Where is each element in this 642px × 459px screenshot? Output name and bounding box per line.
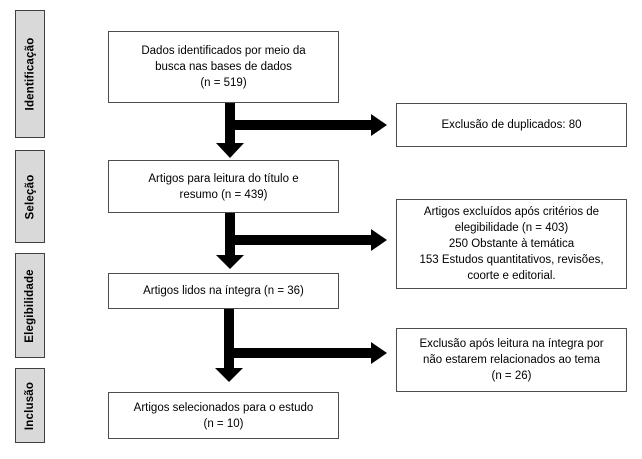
flow-box-full-text: Artigos lidos na íntegra (n = 36) [108, 273, 339, 309]
box-line: elegibilidade (n = 403) [454, 222, 569, 234]
box-line: Artigos selecionados para o estudo [133, 401, 314, 414]
arrow-elegibilidade-to-inclusao [215, 308, 387, 382]
box-line: Artigos lidos na íntegra (n = 36) [143, 285, 304, 297]
arrow-selecao-to-elegibilidade [216, 212, 387, 269]
stage-selecao: Seleção [15, 150, 45, 243]
stage-inclusao: Inclusão [15, 368, 45, 443]
box-line: Artigos para leitura do título e [148, 172, 299, 185]
box-line: não estarem relacionados ao tema [422, 354, 601, 366]
stage-elegibilidade: Elegibilidade [15, 253, 45, 358]
box-line: (n = 10) [203, 417, 244, 430]
stage-label: Identificação [24, 37, 36, 111]
box-line: Exclusão após leitura na íntegra por [419, 338, 604, 350]
stage-label: Seleção [24, 174, 36, 219]
stage-label: Inclusão [24, 381, 37, 430]
flow-box-selected: Artigos selecionados para o estudo (n = … [108, 392, 339, 439]
exclusion-box-eligibility: Artigos excluídos após critérios de eleg… [396, 199, 627, 289]
exclusion-box-duplicates: Exclusão de duplicados: 80 [396, 103, 627, 147]
flow-box-title-abstract: Artigos para leitura do título e resumo … [108, 160, 339, 213]
box-line: Artigos excluídos após critérios de [423, 206, 600, 218]
stage-label: Elegibilidade [24, 268, 37, 343]
arrow-identificacao-to-selecao [216, 102, 387, 158]
box-line: Exclusão de duplicados: 80 [441, 119, 582, 131]
box-line: 153 Estudos quantitativos, revisões, [419, 254, 604, 266]
box-line: (n = 26) [491, 370, 532, 382]
box-line: coorte e editorial. [467, 270, 556, 282]
flow-box-identified: Dados identificados por meio da busca na… [108, 31, 339, 103]
box-line: Dados identificados por meio da [141, 45, 306, 57]
exclusion-box-full-text: Exclusão após leitura na íntegra por não… [396, 328, 627, 392]
box-line: busca nas bases de dados [155, 61, 292, 73]
stage-identificacao: Identificação [15, 10, 45, 138]
box-line: (n = 519) [200, 77, 247, 89]
box-line: 250 Obstante à temática [448, 238, 575, 250]
box-line: resumo (n = 439) [179, 188, 268, 201]
